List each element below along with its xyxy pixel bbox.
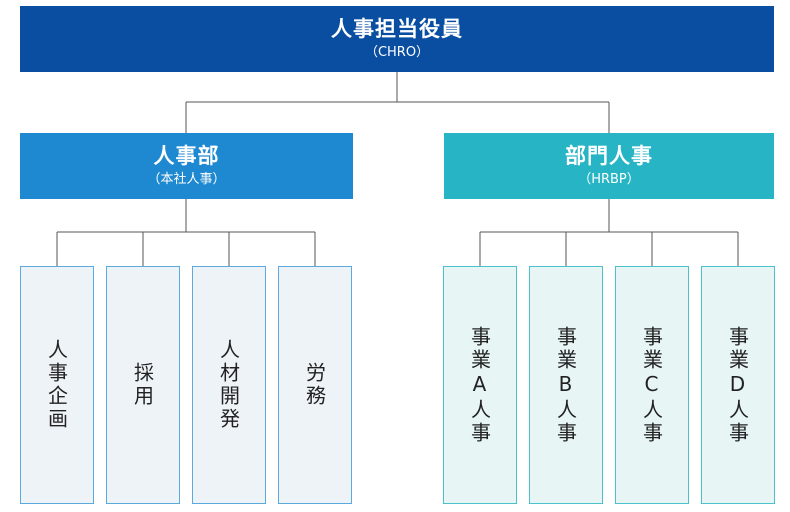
hr-child-box: 人事企画	[20, 266, 94, 504]
hr-child-box: 採用	[106, 266, 180, 504]
hrbp-child-label: 事業C人事	[639, 325, 664, 445]
hrbp-child-box: 事業D人事	[701, 266, 775, 504]
hrbp-child-label: 事業A人事	[467, 325, 492, 445]
chro-title: 人事担当役員	[331, 17, 463, 41]
hrbp-child-label: 事業D人事	[725, 325, 750, 445]
hrbp-title: 部門人事	[565, 144, 653, 168]
hrbp-subtitle: （HRBP）	[578, 172, 640, 187]
hrbp-child-box: 事業A人事	[443, 266, 517, 504]
hr-child-label: 人事企画	[44, 339, 69, 431]
hrbp-child-box: 事業B人事	[529, 266, 603, 504]
hrbp-child-box: 事業C人事	[615, 266, 689, 504]
chro-box: 人事担当役員 （CHRO）	[20, 6, 774, 72]
hrbp-child-label: 事業B人事	[553, 325, 578, 445]
hr-department-subtitle: （本社人事）	[147, 172, 226, 187]
hr-child-box: 労務	[278, 266, 352, 504]
hr-department-box: 人事部 （本社人事）	[20, 133, 353, 199]
hr-child-label: 労務	[302, 362, 327, 408]
hr-child-box: 人材開発	[192, 266, 266, 504]
hrbp-box: 部門人事 （HRBP）	[444, 133, 774, 199]
hr-department-title: 人事部	[153, 144, 220, 168]
chro-subtitle: （CHRO）	[364, 45, 430, 60]
hr-child-label: 採用	[130, 362, 155, 408]
hr-child-label: 人材開発	[216, 339, 241, 431]
